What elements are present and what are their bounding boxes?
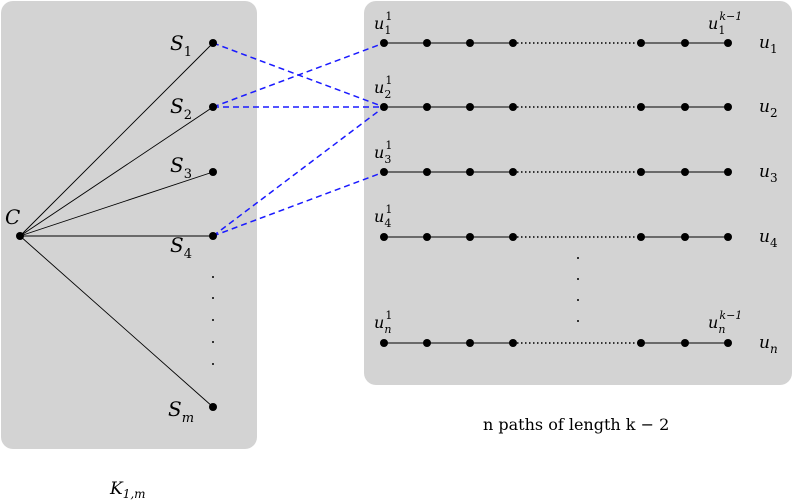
path-node (724, 233, 732, 241)
path-node (509, 168, 517, 176)
path-node (637, 168, 645, 176)
label-un-start: un1 (374, 309, 392, 336)
path-node (380, 233, 388, 241)
path-node (637, 339, 645, 347)
path-node (423, 103, 431, 111)
caption-k1m: K1,m (109, 479, 146, 500)
path-node (466, 39, 474, 47)
path-row-n (380, 339, 732, 347)
node-s4 (209, 232, 217, 240)
node-s3 (209, 168, 217, 176)
label-u3: u3 (759, 162, 778, 185)
paths-vertical-ellipsis (577, 257, 579, 322)
path-node (466, 339, 474, 347)
label-u1: u1 (759, 33, 778, 56)
path-node (380, 168, 388, 176)
path-node (724, 39, 732, 47)
edge-c-s2 (19, 106, 214, 237)
label-u1-start: u11 (374, 10, 392, 37)
path-node (509, 103, 517, 111)
node-c (16, 232, 24, 240)
path-node (423, 168, 431, 176)
path-node (637, 233, 645, 241)
paths (380, 39, 732, 347)
path-node (380, 339, 388, 347)
path-node (681, 339, 689, 347)
path-node (681, 168, 689, 176)
star-edges (19, 42, 214, 408)
label-u2-start: u21 (374, 74, 392, 101)
edge-c-s3 (19, 171, 214, 237)
path-node (724, 168, 732, 176)
path-node (724, 103, 732, 111)
dashed-connections (212, 42, 385, 237)
path-row-2 (380, 103, 732, 111)
path-row-4 (380, 233, 732, 241)
path-node (423, 233, 431, 241)
label-s2: S2 (170, 94, 192, 123)
label-u4: u4 (759, 227, 778, 250)
edge-c-s1 (19, 42, 214, 237)
path-node (466, 233, 474, 241)
label-un: un (759, 333, 778, 356)
path-node (380, 103, 388, 111)
right-panel (364, 1, 792, 385)
dashed-s2-u1 (212, 42, 385, 108)
path-node (423, 39, 431, 47)
star-nodes (16, 39, 217, 411)
path-node (509, 39, 517, 47)
path-node (509, 339, 517, 347)
path-node (681, 103, 689, 111)
path-node (724, 339, 732, 347)
path-node (380, 39, 388, 47)
path-node (423, 339, 431, 347)
path-row-1 (380, 39, 732, 47)
caption-paths: n paths of length k − 2 (483, 415, 669, 434)
path-node (466, 103, 474, 111)
label-u1-end: u1k−1 (708, 10, 742, 37)
edge-c-sm (19, 235, 214, 408)
star-vertical-ellipsis (212, 276, 214, 365)
label-s1: S1 (170, 31, 192, 60)
path-node (637, 103, 645, 111)
path-node (681, 233, 689, 241)
dashed-s4-u2 (212, 106, 385, 237)
label-u4-start: u41 (374, 203, 392, 230)
node-sm (209, 403, 217, 411)
path-row-3 (380, 168, 732, 176)
path-node (637, 39, 645, 47)
label-s3: S3 (170, 153, 192, 182)
label-u3-start: u31 (374, 139, 392, 166)
path-node (466, 168, 474, 176)
node-s1 (209, 39, 217, 47)
left-panel (1, 1, 257, 449)
label-sm: Sm (168, 397, 194, 426)
center-label: C (5, 205, 20, 229)
label-s4: S4 (170, 233, 192, 262)
dashed-s4-u3 (212, 171, 385, 237)
path-node (509, 233, 517, 241)
node-s2 (209, 103, 217, 111)
label-u2: u2 (759, 97, 778, 120)
path-node (681, 39, 689, 47)
label-un-end: unk−1 (708, 309, 742, 336)
